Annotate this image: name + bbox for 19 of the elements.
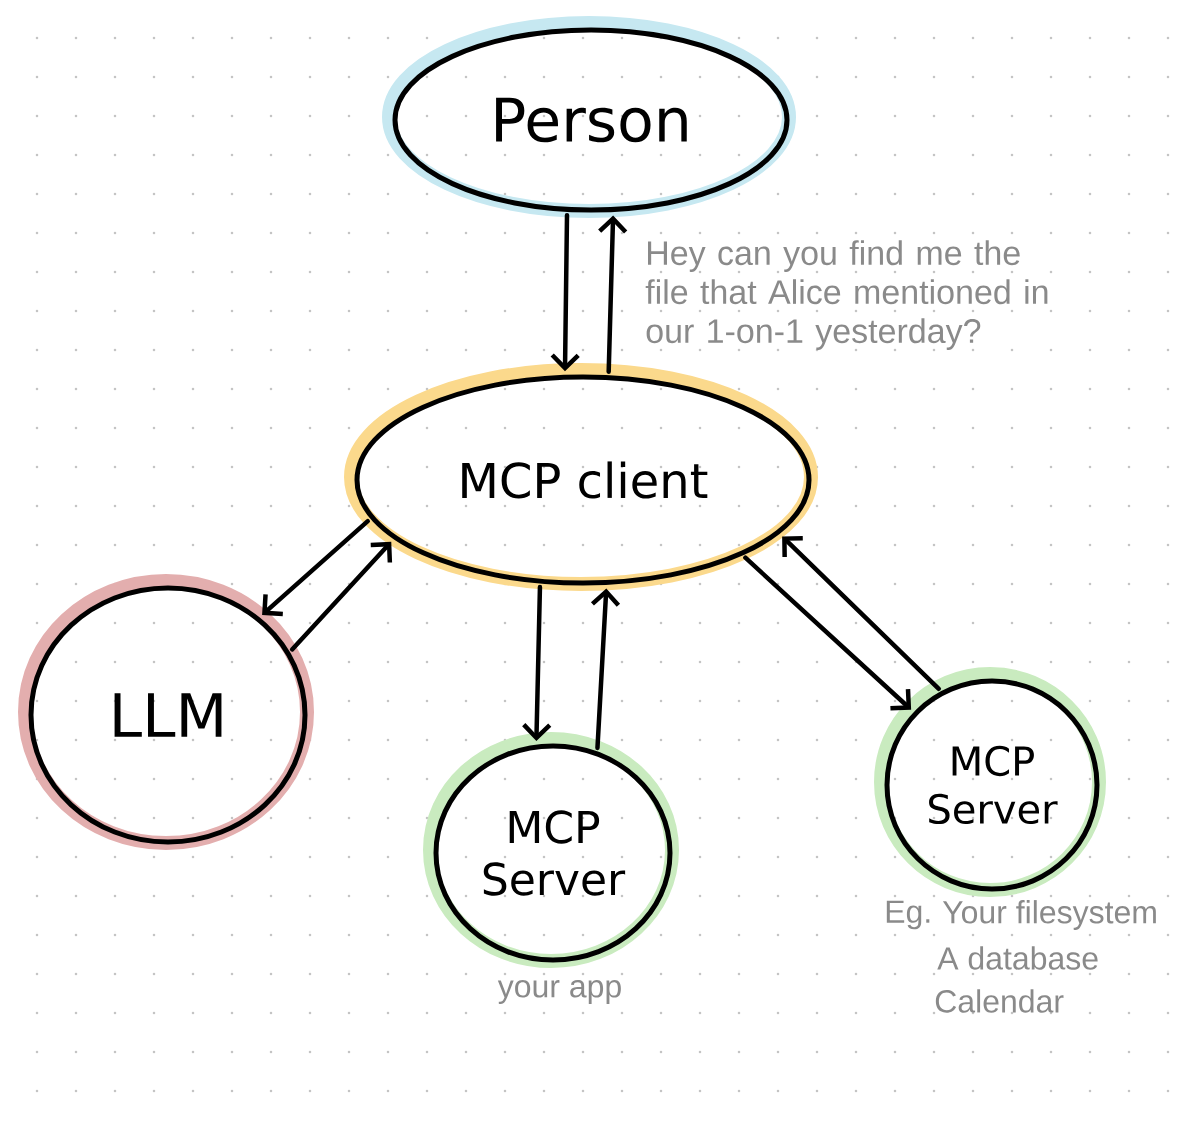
arrow (550, 213, 580, 372)
circle-node: MCP Server (874, 667, 1106, 897)
circle-node: MCP Server (423, 732, 679, 968)
note-text: Your filesystem (942, 900, 1156, 930)
ellipse-node: Person (382, 16, 796, 218)
arrow (522, 584, 552, 742)
arrow (590, 588, 621, 751)
arrow (289, 541, 393, 652)
note-text: your app (497, 980, 621, 1004)
arrow (743, 555, 912, 711)
question-text: Hey can you find me the file that Alice mentioned in our 1-on-1 yesterday? (645, 240, 1048, 350)
arrow (598, 215, 628, 374)
note-text: Eg. (886, 900, 930, 930)
note-text: Calendar (935, 989, 1064, 1013)
arrow (782, 536, 942, 692)
note-text: A database (937, 946, 1098, 970)
arrow (262, 518, 370, 617)
circle-node: LLM (18, 574, 314, 850)
ellipse-node: MCP client (344, 363, 818, 591)
